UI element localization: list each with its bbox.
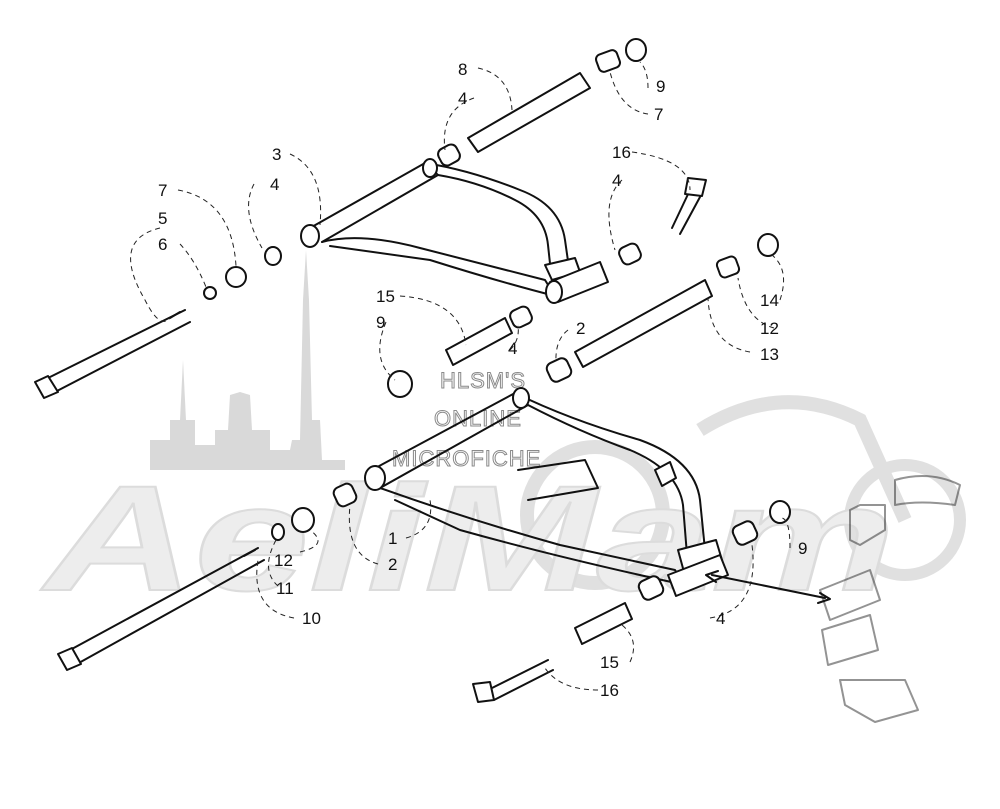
sleeve-13 [574, 279, 713, 368]
callout-7: 7 [654, 105, 663, 124]
callout-9: 9 [798, 539, 807, 558]
nut-9-mid [387, 370, 413, 398]
callouts: 8 4 9 7 3 16 4 4 7 5 6 15 9 4 2 14 12 13… [130, 60, 807, 700]
watermark-line1: HLSM'S [440, 368, 526, 393]
bushing-12-lower [291, 507, 315, 533]
bushing-4-mid [509, 305, 533, 329]
callout-1: 1 [388, 529, 397, 548]
callout-13: 13 [760, 345, 779, 364]
callout-15: 15 [600, 653, 619, 672]
sleeve-15-lower [574, 602, 633, 645]
washer-11 [271, 523, 285, 541]
callout-4: 4 [716, 609, 725, 628]
callout-3: 3 [272, 145, 281, 164]
callout-4: 4 [270, 175, 279, 194]
callout-9: 9 [376, 313, 385, 332]
callout-12: 12 [274, 551, 293, 570]
callout-16: 16 [612, 143, 631, 162]
bushing-7-left [225, 266, 247, 288]
nut-9-top [625, 38, 647, 62]
callout-6: 6 [158, 235, 167, 254]
callout-15: 15 [376, 287, 395, 306]
callout-9: 9 [656, 77, 665, 96]
alignment-arrow [705, 570, 831, 604]
watermark-frame [696, 395, 912, 523]
bushing-7-top [594, 49, 622, 73]
watermark: AeliMam HLSM'S ONLINE MICROFICHE [38, 250, 966, 623]
callout-16: 16 [600, 681, 619, 700]
bushing-4-right [618, 242, 642, 266]
callout-5: 5 [158, 209, 167, 228]
bolt-16-lower [472, 659, 554, 703]
nut-14 [757, 233, 779, 257]
callout-4: 4 [458, 89, 467, 108]
callout-2: 2 [576, 319, 585, 338]
callout-2: 2 [388, 555, 397, 574]
bushing-12-upper [715, 255, 741, 279]
callout-4: 4 [508, 339, 517, 358]
callout-14: 14 [760, 291, 779, 310]
watermark-wheel-right [844, 459, 966, 581]
lower-a-arm [364, 387, 729, 597]
sleeve-15-upper [445, 317, 513, 366]
callout-12: 12 [760, 319, 779, 338]
sleeve-8 [467, 72, 591, 153]
callout-4: 4 [612, 171, 621, 190]
bolt-16-upper [671, 177, 707, 235]
bushing-4-lower-b [637, 575, 665, 601]
bushing-2-lower [332, 482, 358, 508]
callout-10: 10 [302, 609, 321, 628]
bushing-2-upper [545, 357, 573, 383]
nut-9-lower [769, 500, 791, 524]
spindle [819, 475, 961, 723]
bushing-4-left [264, 246, 282, 266]
callout-7: 7 [158, 181, 167, 200]
callout-11: 11 [276, 579, 294, 598]
bolt-10 [57, 547, 265, 671]
bolt-5 [34, 309, 191, 399]
watermark-wheel-left [520, 440, 670, 590]
bushing-4-upper [437, 143, 461, 167]
watermark-skyline [150, 250, 345, 470]
watermark-line2: ONLINE [434, 406, 522, 431]
callout-8: 8 [458, 60, 467, 79]
bushing-4-lower-a [731, 520, 759, 546]
washer-6 [203, 286, 217, 300]
upper-a-arm [300, 158, 609, 304]
watermark-line3: MICROFICHE [392, 446, 541, 471]
